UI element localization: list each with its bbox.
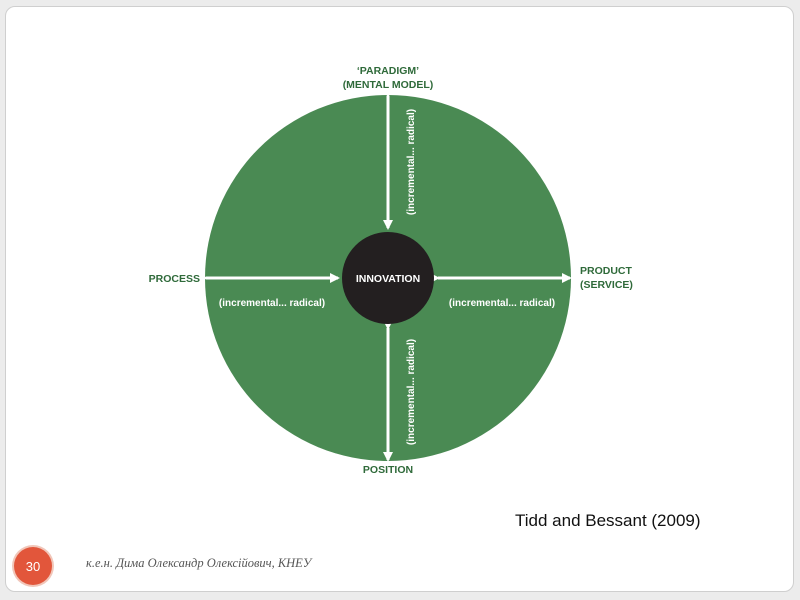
innovation-center-circle — [342, 232, 434, 324]
center-label: INNOVATION — [356, 273, 420, 285]
page-number-badge: 30 — [14, 547, 52, 585]
top-label-mental-model: (MENTAL MODEL) — [343, 79, 434, 91]
left-axis-range-label: (incremental... radical) — [219, 298, 325, 309]
right-axis-range-label: (incremental... radical) — [449, 298, 555, 309]
bottom-axis-range-label: (incremental... radical) — [406, 339, 417, 445]
top-label-paradigm: ‘PARADIGM’ — [357, 65, 419, 77]
right-label-product: PRODUCT — [580, 265, 633, 277]
right-label-service: (SERVICE) — [580, 279, 633, 291]
bottom-label-position: POSITION — [363, 464, 413, 476]
top-axis-range-label: (incremental... radical) — [406, 109, 417, 215]
left-label-process: PROCESS — [149, 273, 200, 285]
footer-author: к.е.н. Дима Олександр Олексійович, КНЕУ — [86, 556, 312, 570]
citation-text: Tidd and Bessant (2009) — [515, 511, 701, 530]
